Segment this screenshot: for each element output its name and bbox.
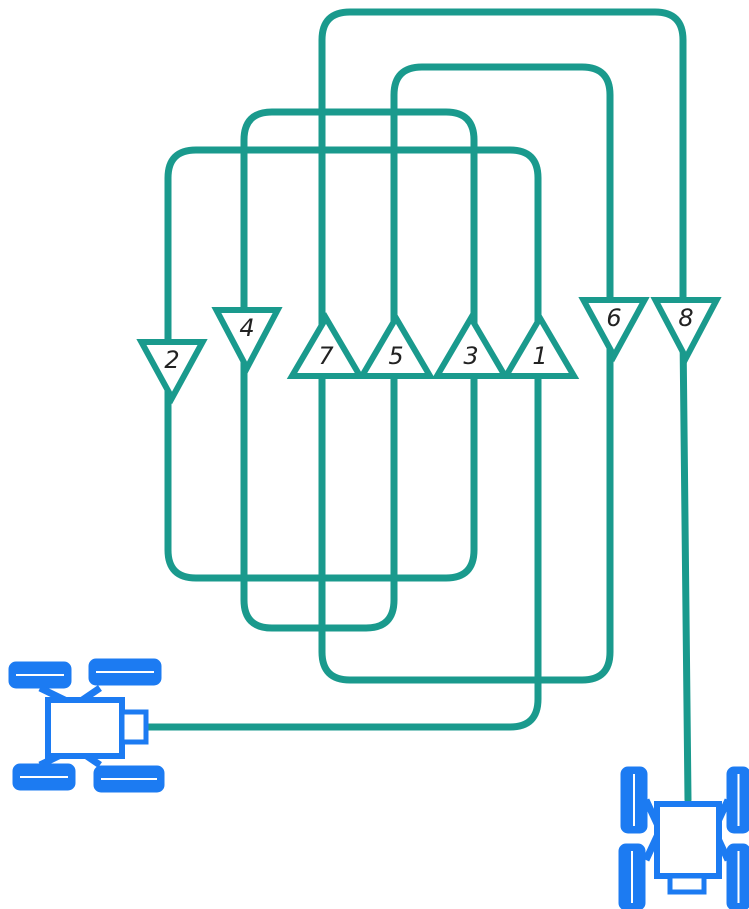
marker-1-label: 1 <box>532 342 547 370</box>
start-robot-body <box>45 697 125 759</box>
track-path-3 <box>318 63 614 684</box>
robots <box>8 658 749 909</box>
marker-7: 7 <box>286 312 366 379</box>
finish-robot-sensor <box>667 873 707 895</box>
marker-8-triangle <box>650 297 722 365</box>
marker-7-label: 7 <box>318 342 334 370</box>
marker-6: 6 <box>578 297 650 363</box>
finish-robot <box>618 766 749 909</box>
marker-2-triangle <box>136 339 208 405</box>
marker-5-label: 5 <box>388 342 403 370</box>
marker-8: 8 <box>650 297 722 365</box>
marker-2-label: 2 <box>164 346 179 374</box>
marker-1: 1 <box>500 312 580 379</box>
start-robot-sensor <box>119 709 149 745</box>
marker-3: 3 <box>431 312 511 379</box>
start-robot <box>8 658 165 793</box>
finish-robot-body <box>654 801 722 879</box>
track-paths <box>144 8 692 804</box>
marker-triangles: 1 2 3 4 5 6 7 8 <box>136 297 722 405</box>
marker-8-label: 8 <box>678 304 693 332</box>
marker-2: 2 <box>136 339 208 405</box>
marker-4-triangle <box>211 307 283 375</box>
track-path-4 <box>318 8 692 804</box>
marker-3-triangle <box>431 312 511 379</box>
marker-4-label: 4 <box>239 314 254 342</box>
marker-7-triangle <box>286 312 366 379</box>
marker-4: 4 <box>211 307 283 375</box>
marker-6-triangle <box>578 297 650 363</box>
marker-5: 5 <box>356 312 436 379</box>
track-path-1 <box>144 146 542 731</box>
marker-1-triangle <box>500 312 580 379</box>
track-path-2 <box>240 108 478 632</box>
marker-5-triangle <box>356 312 436 379</box>
marker-6-label: 6 <box>606 304 621 332</box>
marker-3-label: 3 <box>463 342 478 370</box>
